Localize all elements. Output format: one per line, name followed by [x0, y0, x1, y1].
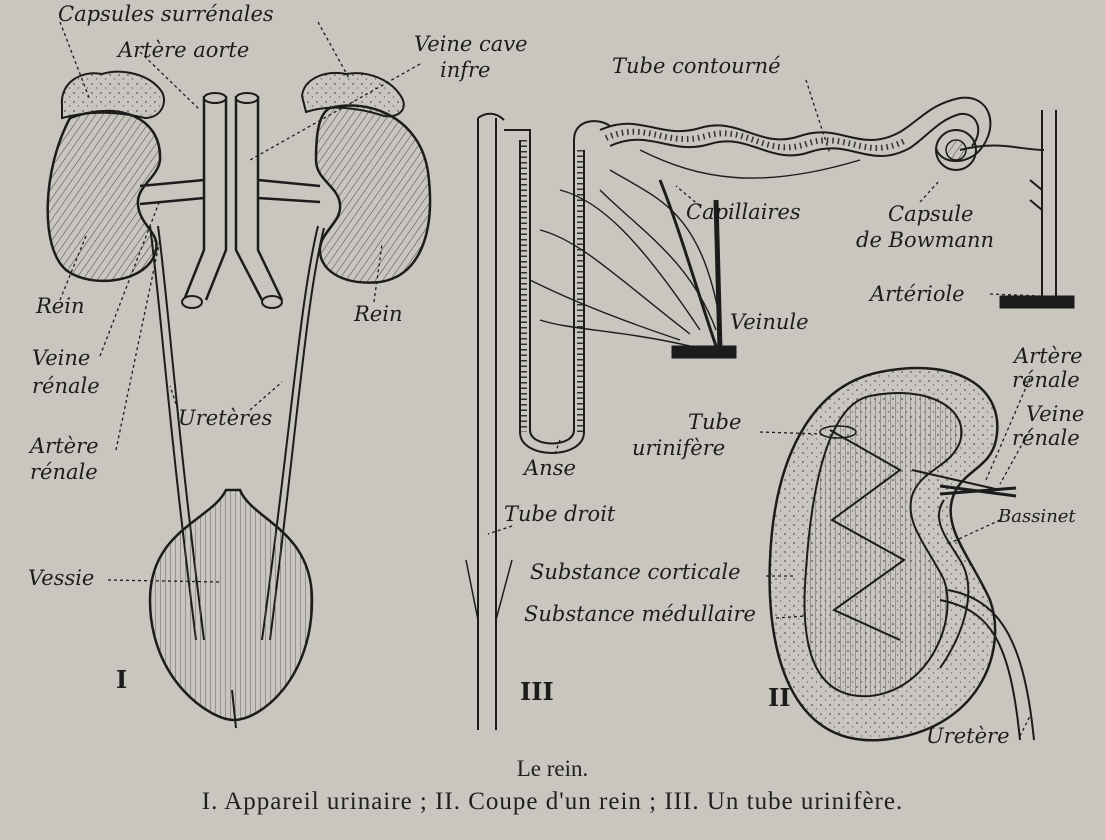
label-tube-droit: Tube droit — [504, 502, 616, 526]
caption-text: I. Appareil urinaire ; II. Coupe d'un re… — [201, 788, 904, 815]
kidney-ureter — [939, 589, 1035, 741]
label-veine-cave-line2: infre — [440, 58, 491, 82]
label-rein-left: Rein — [36, 294, 85, 318]
label-artere-renale-I-line2: rénale — [30, 460, 98, 484]
label-tube-urinifere-line1: Tube — [688, 410, 742, 434]
label-artere-renale-II-line2: rénale — [1012, 368, 1080, 392]
renal-vessels-II — [939, 484, 1017, 498]
label-artere-aorte: Artère aorte — [118, 38, 250, 62]
label-artere-renale-II-line1: Artère — [1014, 344, 1083, 368]
label-uretere: Uretère — [926, 724, 1010, 748]
label-substance-corticale: Substance corticale — [530, 560, 741, 584]
arteriole-vessel — [1041, 110, 1057, 298]
panel-numeral-III: III — [520, 677, 554, 706]
label-anse: Anse — [524, 456, 576, 480]
label-rein-right: Rein — [354, 302, 403, 326]
label-ureteres: Uretères — [178, 406, 273, 430]
capillary-network — [529, 144, 1045, 347]
label-capsule-line2: de Bowmann — [856, 228, 995, 252]
label-capsule-line1: Capsule — [888, 202, 974, 226]
label-capsules-surrenales: Capsules surrénales — [58, 2, 274, 26]
right-kidney — [314, 104, 432, 284]
label-artere-renale-I-line1: Artère — [30, 434, 99, 458]
label-veine-renale-II-line1: Veine — [1026, 402, 1085, 426]
left-renal-vessels — [139, 178, 205, 206]
panel-three-drawing — [465, 79, 1075, 730]
bowman-capsule — [935, 129, 977, 171]
panel-two-drawing — [759, 366, 1035, 742]
caption-title: Le rein. — [516, 756, 589, 781]
label-veine-renale-II-line2: rénale — [1012, 426, 1080, 450]
panel-numeral-II: II — [768, 683, 791, 712]
label-tube-contourne: Tube contourné — [612, 54, 781, 78]
label-substance-medullaire: Substance médullaire — [524, 602, 756, 626]
renal-pelvis — [911, 469, 1001, 669]
panel-one-drawing — [46, 21, 432, 729]
veinule-vessel — [713, 199, 723, 351]
aorta-vessel — [182, 96, 228, 301]
right-renal-vessels — [257, 178, 321, 204]
label-arteriole: Artériole — [870, 282, 965, 306]
label-tube-urinifere-line2: urinifère — [632, 436, 726, 460]
label-veine-renale-line2: rénale — [32, 374, 100, 398]
bladder — [148, 488, 314, 722]
convoluted-tube — [599, 96, 992, 162]
vena-cava-vessel — [234, 96, 284, 301]
panel-numeral-I: I — [116, 665, 128, 694]
label-vessie: Vessie — [28, 566, 95, 590]
label-veine-renale-line1: Veine — [32, 346, 91, 370]
label-capillaires: Capillaires — [686, 200, 801, 224]
left-kidney — [46, 109, 162, 283]
renal-pyramids — [829, 429, 906, 641]
loop-of-henle — [504, 120, 611, 454]
label-bassinet: Bassinet — [998, 506, 1076, 527]
label-veine-cave-line1: Veine cave — [414, 32, 528, 56]
kidney-section-medulla — [803, 392, 963, 698]
collecting-tube — [477, 118, 497, 730]
label-veinule: Veinule — [730, 310, 809, 334]
